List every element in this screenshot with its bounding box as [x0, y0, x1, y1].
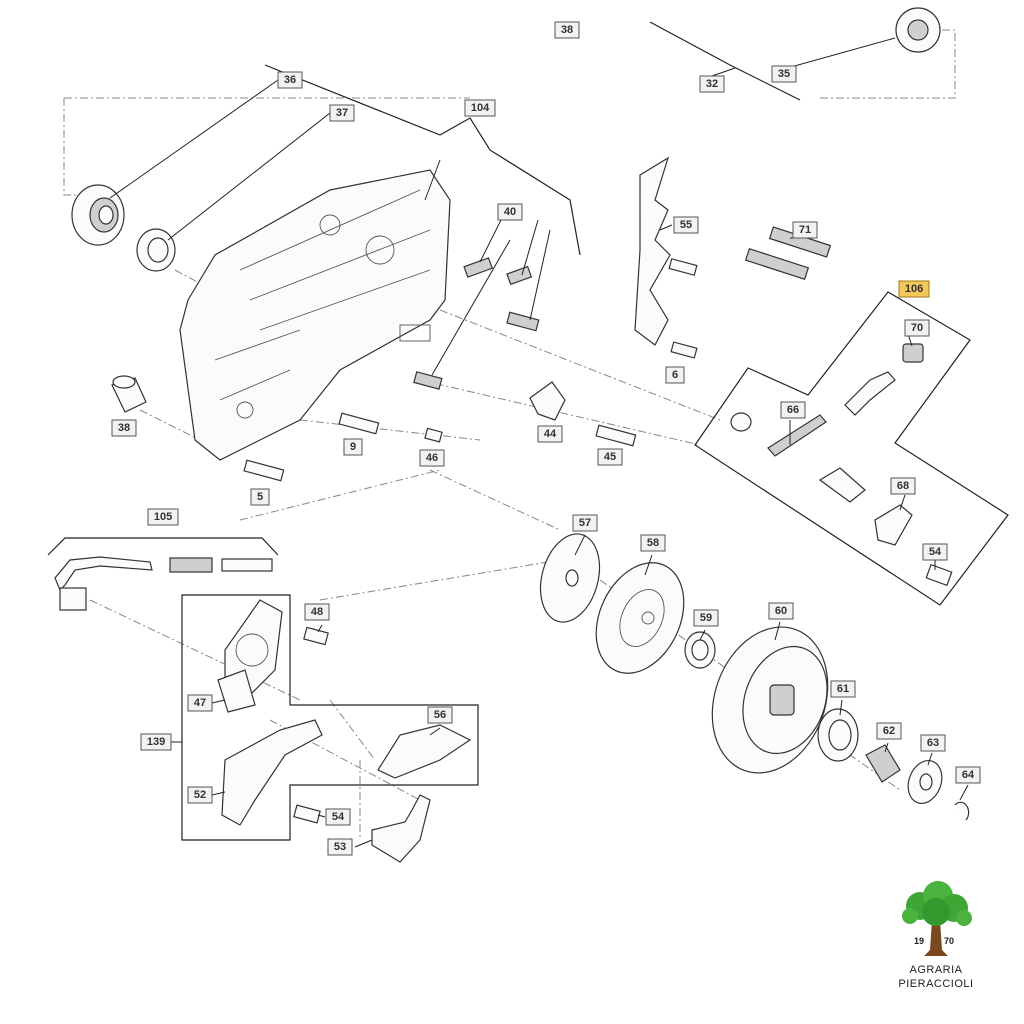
part-label-38-left: 38	[111, 419, 137, 437]
part-number: 59	[700, 612, 712, 624]
guide-piece	[529, 381, 566, 421]
part-label-104: 104	[464, 99, 496, 117]
part-number: 32	[706, 78, 718, 90]
tree-icon	[902, 881, 972, 956]
part-label-58: 58	[640, 534, 666, 552]
top-right-part	[895, 7, 941, 53]
part-label-32: 32	[699, 75, 725, 93]
company-logo: 19 70 AGRARIA PIERACCIOLI	[880, 880, 992, 1000]
part-label-59: 59	[693, 609, 719, 627]
part-label-5: 5	[250, 488, 270, 506]
part-number: 68	[897, 480, 909, 492]
part-number: 55	[680, 219, 692, 231]
part-number: 52	[194, 789, 206, 801]
sleeve	[111, 375, 147, 413]
part-number: 37	[336, 107, 348, 119]
part-label-66: 66	[780, 401, 806, 419]
bearing	[71, 184, 125, 246]
part-number: 64	[962, 769, 975, 781]
part-label-60: 60	[768, 602, 794, 620]
part-number: 46	[426, 452, 438, 464]
part-label-46: 46	[419, 449, 445, 467]
logo-year-left: 19	[914, 936, 925, 946]
crankcase-housing	[179, 169, 451, 461]
part-label-68: 68	[890, 477, 916, 495]
part-number: 38	[118, 422, 130, 434]
part-number: 35	[778, 68, 790, 80]
part-number: 54	[332, 811, 345, 823]
part-label-38-top: 38	[554, 21, 580, 39]
logo-year-right: 70	[944, 936, 955, 946]
logo-line-2: PIERACCIOLI	[898, 978, 974, 990]
part-label-45: 45	[597, 448, 623, 466]
part-number: 106	[905, 283, 923, 295]
part-label-36: 36	[277, 71, 303, 89]
part-label-71: 71	[792, 221, 818, 239]
chain-catcher-plate	[634, 156, 671, 346]
part-label-9: 9	[343, 438, 363, 456]
part-number: 70	[911, 322, 923, 334]
part-number: 6	[672, 369, 678, 381]
studs	[243, 257, 698, 482]
group-outlines	[47, 21, 1009, 841]
part-label-62: 62	[876, 722, 902, 740]
part-label-48: 48	[304, 603, 330, 621]
part-label-6: 6	[665, 366, 685, 384]
part-number: 44	[544, 428, 557, 440]
part-label-54-right: 54	[922, 543, 948, 561]
bar-studs	[744, 226, 832, 281]
oil-pump-group	[217, 599, 472, 863]
part-number: 57	[579, 517, 591, 529]
clutch-group	[539, 533, 970, 821]
part-number: 45	[604, 451, 616, 463]
part-number: 66	[787, 404, 799, 416]
part-label-106: 106	[898, 280, 930, 298]
part-label-52: 52	[187, 786, 213, 804]
part-number: 56	[434, 709, 446, 721]
part-labels: 38 32 35 36 37 104 40 55 71 106 70 6 38 …	[111, 21, 981, 856]
oil-seal	[136, 228, 176, 272]
part-number: 40	[504, 206, 516, 218]
chain-tensioner	[730, 343, 953, 587]
part-number: 63	[927, 737, 939, 749]
part-number: 71	[799, 224, 811, 236]
part-label-53: 53	[327, 838, 353, 856]
part-number: 139	[147, 736, 165, 748]
part-label-57: 57	[572, 514, 598, 532]
part-number: 38	[561, 24, 573, 36]
part-number: 9	[350, 441, 356, 453]
part-label-64: 64	[955, 766, 981, 784]
part-label-35: 35	[771, 65, 797, 83]
part-label-40: 40	[497, 203, 523, 221]
oil-line-assembly	[54, 556, 273, 611]
part-label-105: 105	[147, 508, 179, 526]
part-number: 58	[647, 537, 659, 549]
part-label-139: 139	[140, 733, 172, 751]
part-label-44: 44	[537, 425, 563, 443]
part-number: 53	[334, 841, 346, 853]
parts	[54, 7, 970, 863]
part-number: 60	[775, 605, 787, 617]
part-number: 104	[471, 102, 490, 114]
part-number: 105	[154, 511, 172, 523]
leader-lines	[109, 37, 969, 848]
part-number: 47	[194, 697, 206, 709]
part-number: 36	[284, 74, 296, 86]
part-label-37: 37	[329, 104, 355, 122]
logo-line-1: AGRARIA	[909, 964, 963, 976]
part-label-54-left: 54	[325, 808, 351, 826]
part-label-47: 47	[187, 694, 213, 712]
part-number: 5	[257, 491, 263, 503]
part-number: 61	[837, 683, 849, 695]
part-label-61: 61	[830, 680, 856, 698]
part-number: 48	[311, 606, 323, 618]
part-label-63: 63	[920, 734, 946, 752]
part-label-55: 55	[673, 216, 699, 234]
part-label-56: 56	[427, 706, 453, 724]
part-number: 62	[883, 725, 895, 737]
part-number: 54	[929, 546, 942, 558]
part-label-70: 70	[904, 319, 930, 337]
